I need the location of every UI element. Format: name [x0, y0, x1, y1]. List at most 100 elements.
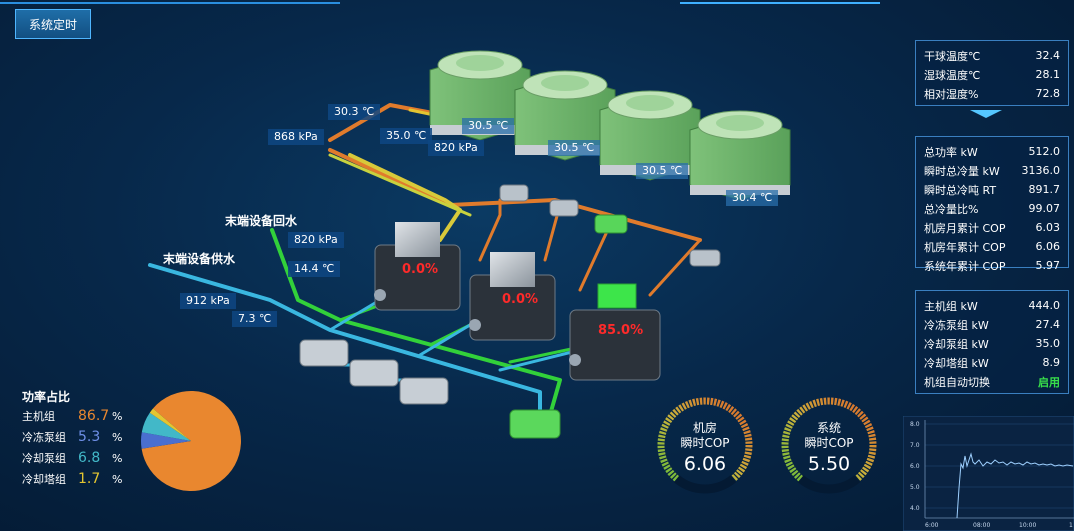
equipment-row: 机组自动切换 启用: [924, 372, 1060, 391]
cop-trend-chart: 8.0 7.0 6.0 5.0 4.0 6:00 08:00 10:00 1: [903, 416, 1074, 531]
tag-tower4-temp: 30.4 ℃: [726, 190, 779, 206]
collapse-arrow-icon[interactable]: [970, 110, 1002, 118]
auto-switch-status[interactable]: 启用: [1038, 375, 1060, 389]
chilled-pump-1: [299, 339, 349, 367]
power-share-row: 冷却泵组 6.8 %: [22, 448, 122, 468]
schedule-button[interactable]: 系统定时: [15, 9, 91, 39]
summary-label: 总功率 kW: [924, 145, 978, 159]
summary-row: 机房月累计 COP 6.03: [924, 218, 1060, 237]
room-cop-line1: 机房: [692, 421, 717, 435]
pie-slice-1: [141, 432, 191, 449]
equipment-row: 冷却塔组 kW 8.9: [924, 353, 1060, 372]
summary-label: 总冷量比%: [924, 202, 979, 216]
weather-value: 28.1: [1035, 68, 1061, 81]
summary-value: 891.7: [1028, 183, 1061, 196]
cooling-pump-3: [594, 214, 628, 234]
system-cop-gauge: 系统 瞬时COP 5.50: [779, 395, 879, 495]
power-share-unit: %: [112, 451, 123, 465]
pie-slice-0: [141, 391, 241, 491]
summary-row: 总冷量比% 99.07: [924, 199, 1060, 218]
summary-row: 机房年累计 COP 6.06: [924, 237, 1060, 256]
equipment-label: 主机组 kW: [924, 299, 978, 313]
weather-label: 干球温度℃: [924, 49, 981, 63]
weather-label: 湿球温度℃: [924, 68, 981, 82]
x-tick: 1: [1069, 522, 1073, 529]
power-share-name: 冷却塔组: [22, 473, 66, 486]
summary-value: 6.06: [1035, 240, 1061, 253]
summary-value: 99.07: [1028, 202, 1061, 215]
equipment-label: 冷却塔组 kW: [924, 356, 989, 370]
power-share-unit: %: [112, 472, 123, 486]
pie-slice-2: [141, 412, 191, 441]
room-cop-value: 6.06: [683, 453, 727, 475]
weather-row: 相对湿度% 72.8: [924, 84, 1060, 103]
x-tick: 10:00: [1019, 522, 1036, 529]
power-share-value: 86.7: [78, 408, 110, 424]
equipment-value: 8.9: [1042, 356, 1061, 369]
cop-trend-line: [956, 452, 1074, 519]
summary-value: 512.0: [1028, 145, 1061, 158]
y-tick: 8.0: [910, 421, 920, 428]
tag-tower1-temp: 30.5 ℃: [462, 118, 515, 134]
chilled-pump-4: [509, 409, 561, 439]
cooling-pump-4: [689, 249, 721, 267]
equipment-label: 冷冻泵组 kW: [924, 318, 989, 332]
chiller-3-load: 85.0%: [598, 323, 644, 338]
summary-value: 3136.0: [1021, 164, 1061, 177]
equipment-label: 机组自动切换: [924, 375, 990, 389]
y-tick: 4.0: [910, 505, 920, 512]
chiller-3: [569, 283, 661, 381]
summary-label: 机房月累计 COP: [924, 221, 1006, 235]
summary-value: 6.03: [1035, 221, 1061, 234]
power-share-title: 功率占比: [22, 390, 71, 404]
pie-slice-3: [149, 408, 191, 441]
cooling-tower-4: [689, 110, 791, 201]
chilled-pump-3: [399, 377, 449, 405]
power-share-name: 冷却泵组: [22, 452, 66, 465]
tag-return-pressure: 820 kPa: [288, 232, 344, 248]
summary-label: 系统年累计 COP: [924, 259, 1006, 273]
power-share-row: 主机组 86.7 %: [22, 406, 122, 426]
system-cop-line1: 系统: [816, 421, 841, 435]
room-cop-gauge: 机房 瞬时COP 6.06: [655, 395, 755, 495]
cooling-pump-1: [499, 184, 529, 202]
top-line-left: [0, 2, 340, 4]
equipment-value: 27.4: [1035, 318, 1061, 331]
chillers: [374, 222, 661, 381]
room-cop-ring: [656, 396, 754, 494]
tag-supply-temp: 7.3 ℃: [232, 311, 278, 327]
power-share-unit: %: [112, 430, 123, 444]
hot-return-pipe: [348, 153, 462, 242]
supply-water-label: 末端设备供水: [163, 252, 236, 266]
power-share-pie: [141, 391, 241, 491]
y-tick: 7.0: [910, 442, 920, 449]
power-share-row: 冷冻泵组 5.3 %: [22, 427, 122, 447]
plant-diagram: [148, 50, 791, 439]
top-decoration: [0, 0, 1074, 8]
tag-tower-supply-temp: 30.3 ℃: [328, 104, 381, 120]
weather-label: 相对湿度%: [924, 87, 979, 101]
hot-pipe-2: [328, 153, 472, 217]
chiller-2-load: 0.0%: [502, 292, 539, 307]
power-share-name: 冷冻泵组: [22, 431, 66, 444]
summary-label: 机房年累计 COP: [924, 240, 1006, 254]
system-cop-ring: [780, 396, 878, 494]
cooling-tower-3: [599, 90, 701, 181]
chilled-supply-branch-2: [418, 323, 472, 357]
weather-value: 72.8: [1035, 87, 1061, 100]
cooling-pumps: [499, 184, 721, 267]
tag-tower-pressure: 868 kPa: [268, 129, 324, 145]
tag-cooling-return-temp: 35.0 ℃: [380, 128, 433, 144]
power-share-value: 1.7: [78, 471, 101, 487]
return-water-label: 末端设备回水: [225, 214, 298, 228]
summary-row: 系统年累计 COP 5.97: [924, 256, 1060, 275]
summary-value: 5.97: [1035, 259, 1061, 272]
cooling-branch-4: [648, 238, 702, 297]
chilled-supply-branch-3: [498, 348, 582, 372]
